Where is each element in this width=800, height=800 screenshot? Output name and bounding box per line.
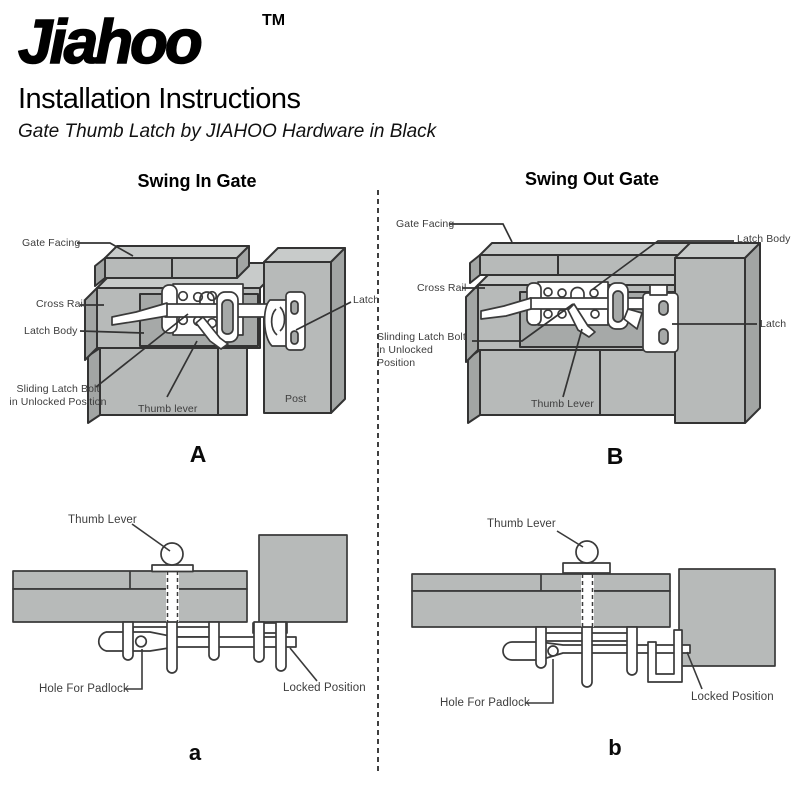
label-sliding-latch-bolt-a-line2: in Unlocked Position: [9, 396, 107, 408]
page-subtitle: Gate Thumb Latch by JIAHOO Hardware in B…: [18, 121, 437, 142]
figure-letter-a-lower: a: [188, 740, 202, 765]
section-title-swing-in: Swing In Gate: [137, 171, 257, 191]
gate-and-post-b: [465, 242, 761, 424]
leader-lines-a-locked: [124, 523, 318, 690]
figure-a-locked-drawing: [12, 523, 348, 690]
latch-mechanism-a: [97, 542, 297, 674]
leader-lines-b: [449, 223, 757, 398]
label-post-a: Post: [285, 393, 307, 405]
label-locked-position-b: Locked Position: [691, 691, 774, 703]
trademark-symbol: TM: [262, 12, 286, 29]
label-cross-rail-b: Cross Rail: [417, 282, 467, 294]
bolt-through-gate-a: [166, 571, 179, 622]
figure-b-drawing: [449, 223, 761, 424]
label-thumb-lever-b-locked: Thumb Lever: [487, 518, 556, 530]
label-latch-a: Latch: [353, 294, 380, 306]
label-gate-facing-b: Gate Facing: [396, 218, 455, 230]
figure-a-drawing: [77, 242, 352, 424]
label-hole-for-padlock-b: Hole For Padlock: [440, 697, 530, 709]
figure-b-locked-drawing: [411, 530, 776, 704]
label-sliding-latch-bolt-a-line1: Sliding Latch Bolt: [16, 383, 100, 395]
label-latch-body-a: Latch Body: [24, 325, 78, 337]
label-thumb-lever-a-locked: Thumb Lever: [68, 514, 137, 526]
gate-top-view-b: [411, 568, 776, 667]
latch-mechanism-b: [502, 540, 691, 688]
label-sliding-latch-bolt-b-line2: in Unlocked Position: [377, 344, 433, 369]
figure-letter-b-lower: b: [608, 735, 622, 760]
bolt-through-gate-b: [581, 574, 594, 627]
leader-lines-a: [77, 242, 352, 398]
label-gate-facing-a: Gate Facing: [22, 237, 81, 249]
leader-lines-b-locked: [525, 530, 703, 704]
label-cross-rail-a: Cross Rail: [36, 298, 86, 310]
label-hole-for-padlock-a: Hole For Padlock: [39, 683, 129, 695]
latch-hardware-b: [480, 281, 679, 353]
label-sliding-latch-bolt-b: Slinding Latch Bolt in Unlocked Position: [377, 331, 474, 370]
label-latch-b: Latch: [760, 318, 787, 330]
brand-logo: Jiahoo: [17, 7, 203, 78]
figure-letter-b-upper: B: [606, 443, 624, 469]
label-locked-position-a: Locked Position: [283, 682, 366, 694]
page-title: Installation Instructions: [18, 83, 301, 115]
gate-top-view-a: [12, 534, 348, 623]
label-latch-body-b: Latch Body: [737, 233, 791, 245]
label-thumb-lever-b: Thumb Lever: [531, 398, 594, 410]
dashed-divider-line: [377, 190, 379, 775]
label-thumb-lever-a: Thumb lever: [138, 403, 198, 415]
label-sliding-latch-bolt-b-line1: Slinding Latch Bolt: [377, 331, 466, 343]
figure-letter-a-upper: A: [189, 441, 207, 467]
latch-hardware-a: [111, 283, 306, 351]
section-title-swing-out: Swing Out Gate: [524, 169, 659, 189]
label-sliding-latch-bolt-a: Sliding Latch Bolt in Unlocked Position: [9, 383, 107, 409]
